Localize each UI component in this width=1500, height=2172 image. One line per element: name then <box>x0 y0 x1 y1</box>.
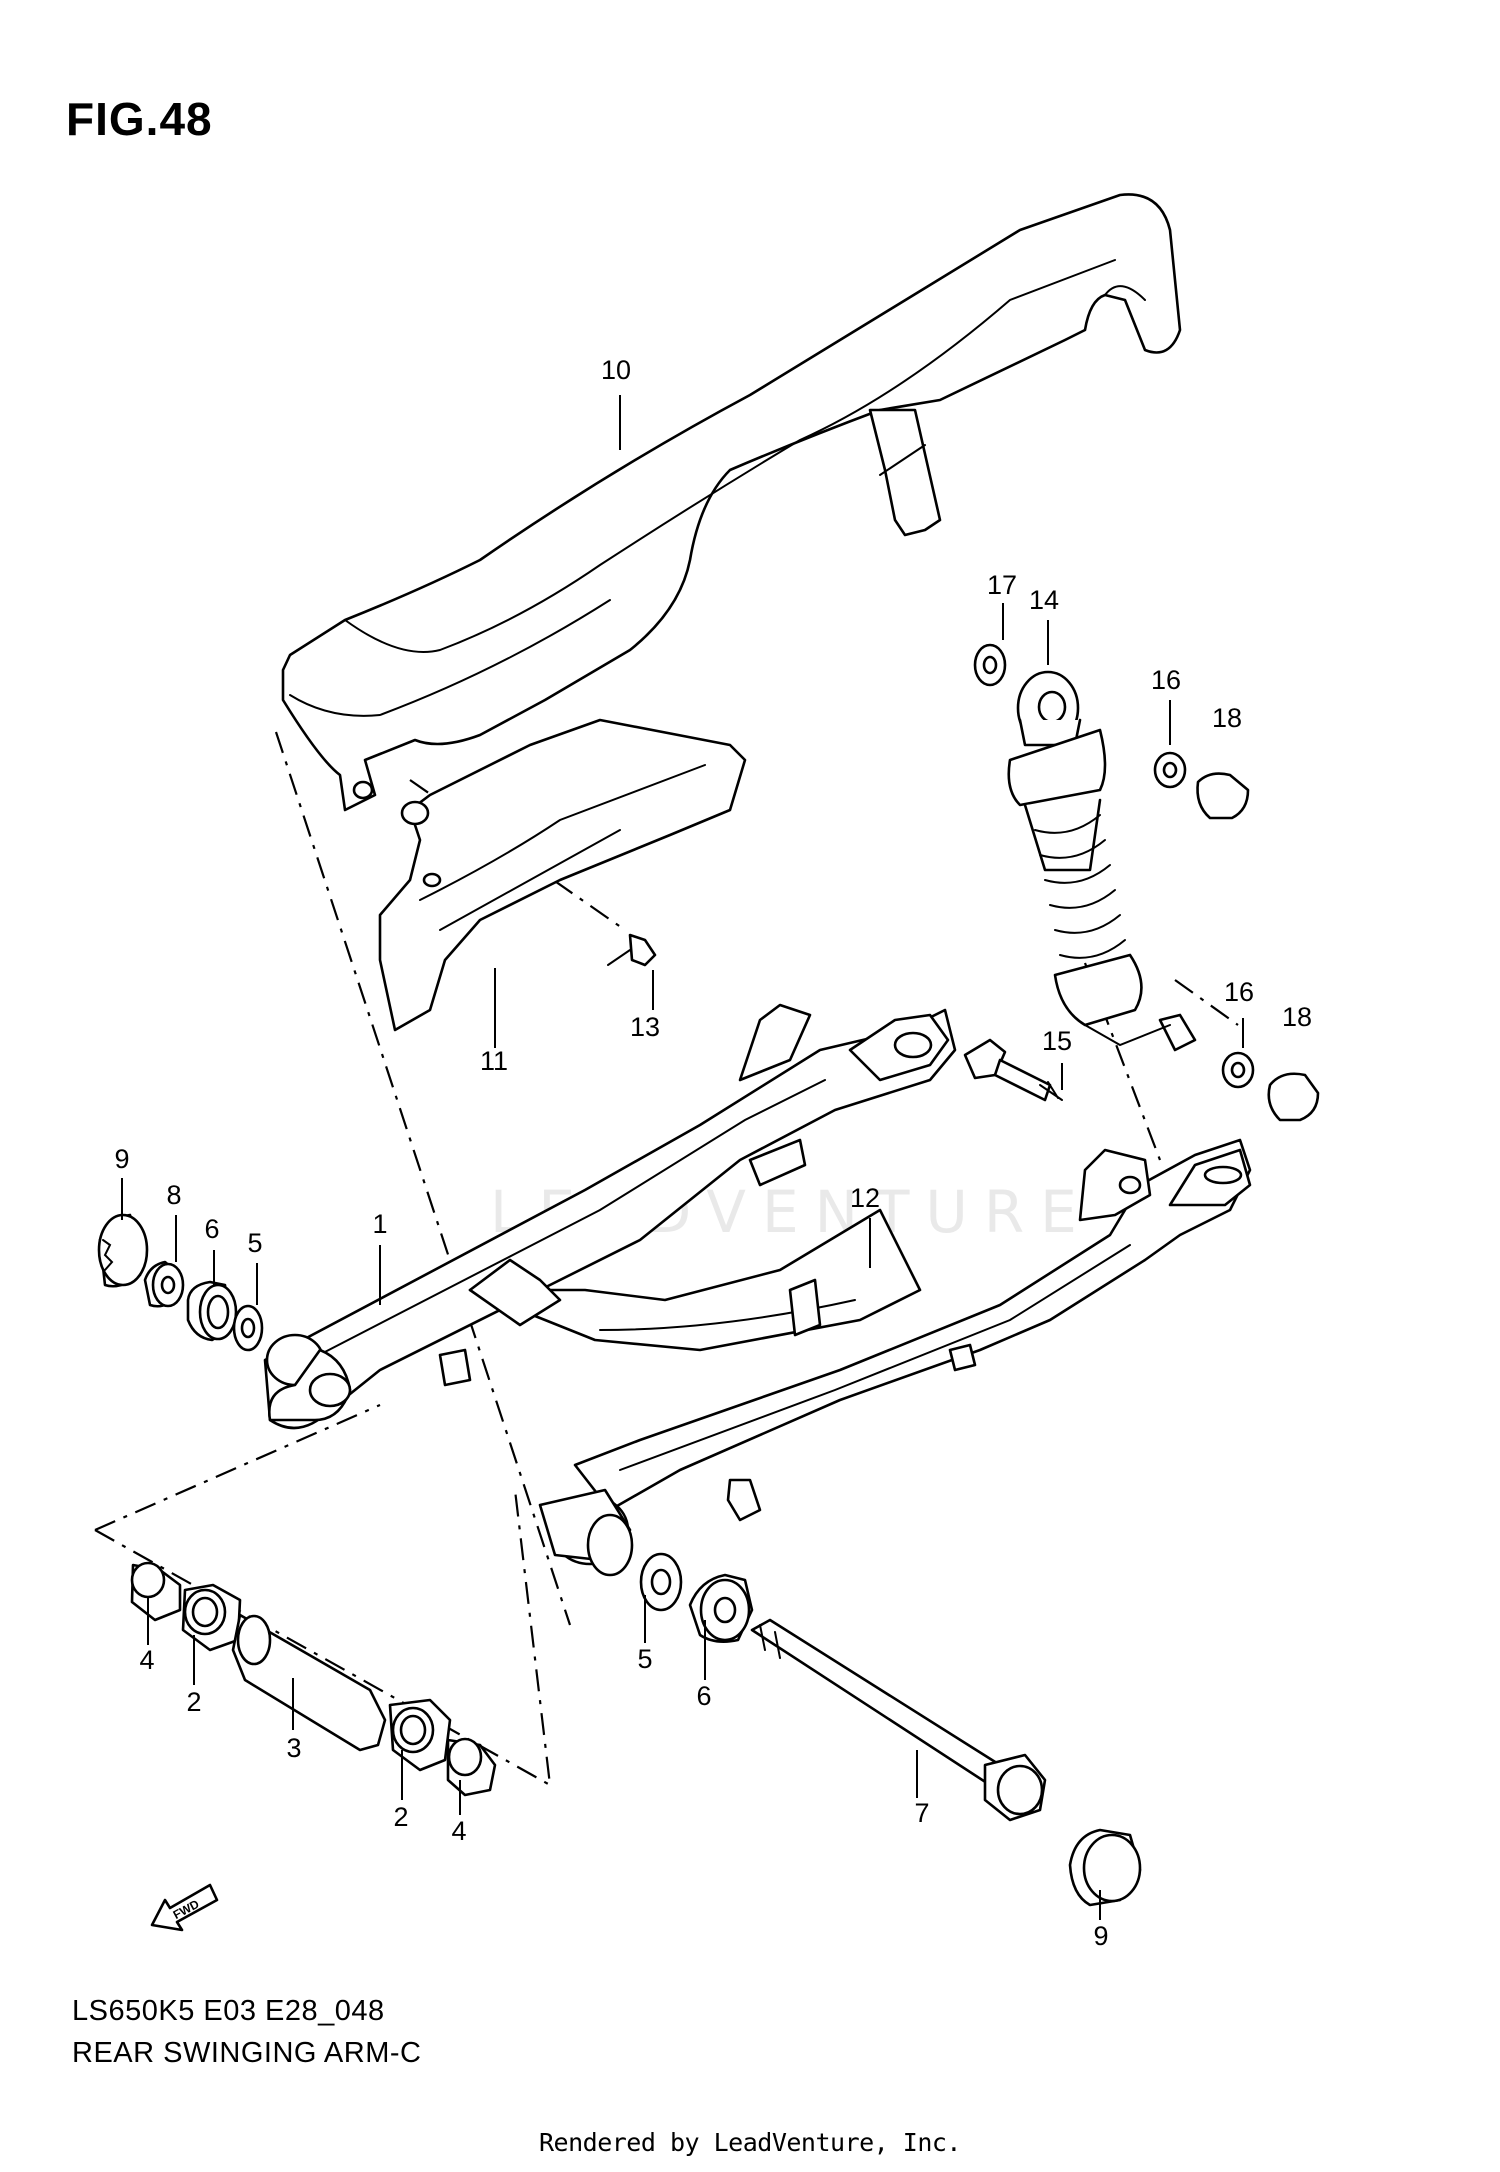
callout-2-left: 2 <box>186 1687 201 1717</box>
callout-15: 15 <box>1042 1026 1072 1056</box>
callout-9-right: 9 <box>1093 1921 1108 1951</box>
callout-numbers: 10 17 14 16 18 16 18 15 11 13 9 8 6 5 1 … <box>114 355 1312 1951</box>
callout-6-left: 6 <box>204 1214 219 1244</box>
figure-name: REAR SWINGING ARM-C <box>72 2037 422 2069</box>
bolt-part-13 <box>607 933 657 967</box>
figure-model-code: LS650K5 E03 E28_048 <box>72 1995 385 2027</box>
cap-part-9-left <box>97 1213 149 1288</box>
washer-part-16-upper <box>1153 751 1187 789</box>
callout-11: 11 <box>480 1046 508 1076</box>
cap-nut-part-18-lower <box>1267 1072 1320 1122</box>
callout-3: 3 <box>286 1733 301 1763</box>
washer-part-17 <box>973 643 1007 687</box>
callout-17: 17 <box>987 570 1017 600</box>
callout-12: 12 <box>850 1183 880 1213</box>
callout-leader-lines <box>121 395 1244 1920</box>
callout-9-left: 9 <box>114 1144 129 1174</box>
shock-absorber-part-14 <box>1007 670 1197 1052</box>
callout-2-right: 2 <box>393 1802 408 1832</box>
callout-4-right: 4 <box>451 1816 466 1846</box>
callout-1: 1 <box>372 1209 387 1239</box>
washer-part-5-left <box>232 1304 264 1352</box>
callout-8: 8 <box>166 1180 181 1210</box>
swing-arm-part-1 <box>263 1003 1252 1577</box>
bush-part-4-right <box>446 1737 497 1797</box>
callout-13: 13 <box>630 1012 660 1042</box>
pivot-bolt-part-7 <box>750 1618 1047 1822</box>
callout-5-left: 5 <box>247 1228 262 1258</box>
bearing-part-2-right <box>388 1698 452 1772</box>
figure-title: FIG.48 <box>66 93 213 145</box>
forward-direction-arrow <box>150 1883 219 1932</box>
callout-4-left: 4 <box>139 1645 154 1675</box>
callout-10: 10 <box>601 355 631 385</box>
bushing-part-6-left <box>186 1280 238 1342</box>
callout-18-lower: 18 <box>1282 1002 1312 1032</box>
cap-nut-part-18-upper <box>1196 772 1250 820</box>
bolt-part-15 <box>963 1038 1063 1102</box>
callout-16-upper: 16 <box>1151 665 1181 695</box>
callout-7: 7 <box>914 1798 929 1828</box>
bush-part-4-left <box>130 1561 182 1622</box>
chain-case-part-10 <box>281 193 1182 812</box>
cap-part-9-right <box>1068 1828 1142 1907</box>
callout-14: 14 <box>1029 585 1059 615</box>
nut-part-8 <box>143 1260 185 1308</box>
bushing-part-6-right <box>688 1573 754 1643</box>
callout-5-right: 5 <box>637 1644 652 1674</box>
washer-part-16-lower <box>1221 1051 1255 1089</box>
callout-6-right: 6 <box>696 1681 711 1711</box>
spacer-part-3 <box>231 1613 387 1752</box>
callout-18-upper: 18 <box>1212 703 1242 733</box>
assembly-boundary-lines <box>94 731 1239 1788</box>
washer-part-5-right <box>639 1552 683 1612</box>
bearing-part-2-left <box>181 1583 242 1652</box>
rendered-by-credit: Rendered by LeadVenture, Inc. <box>539 2128 962 2157</box>
callout-16-lower: 16 <box>1224 977 1254 1007</box>
chain-guard-part-11 <box>378 718 747 1032</box>
